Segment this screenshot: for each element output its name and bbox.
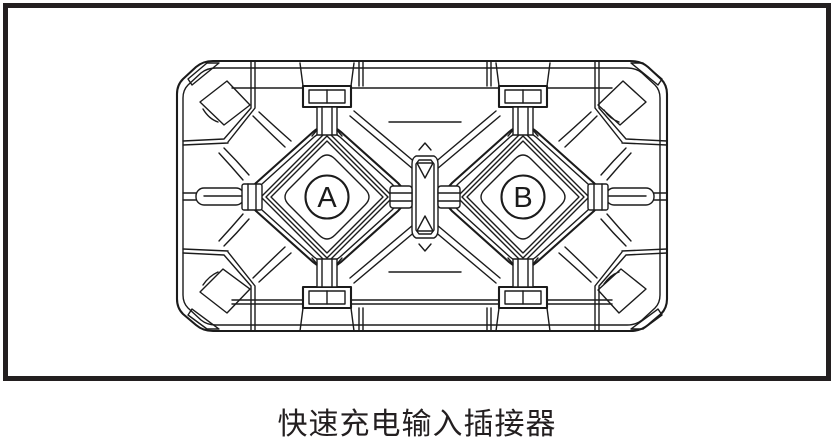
latch-tab-a-top: [299, 62, 355, 137]
center-column: [411, 155, 439, 239]
corner-chamfer-top-right: [630, 62, 663, 86]
corner-diamond-bottom-left: [199, 268, 251, 314]
center-coupling: [349, 110, 501, 284]
terminal-b-circle: [500, 174, 546, 220]
corner-diamond-top-left: [199, 80, 251, 126]
corner-chamfer-bottom-left: [187, 308, 220, 330]
right-pin: [587, 183, 668, 211]
terminal-a-label: A: [317, 182, 337, 214]
corner-chamfer-bottom-right: [630, 308, 663, 330]
socket-a-side-boss: [389, 185, 413, 209]
corner-chamfer-top-left: [187, 62, 220, 86]
face-seams: [218, 61, 632, 331]
figure-caption: 快速充电输入插接器: [277, 408, 557, 441]
corner-diamond-top-right: [597, 80, 647, 126]
socket-b-side-boss: [437, 185, 461, 209]
latch-tab-b-bottom: [495, 257, 551, 332]
socket-well-a: A: [247, 124, 407, 270]
corner-diamond-bottom-right: [597, 268, 647, 314]
latch-tab-b-top: [495, 62, 551, 137]
connector-housing-outline: [175, 59, 669, 333]
terminal-a-circle: [304, 174, 350, 220]
socket-well-b: B: [443, 124, 603, 270]
terminal-b-label: B: [513, 182, 532, 214]
latch-tab-a-bottom: [299, 257, 355, 332]
corner-pads: [182, 61, 668, 331]
left-pin: [182, 183, 263, 211]
